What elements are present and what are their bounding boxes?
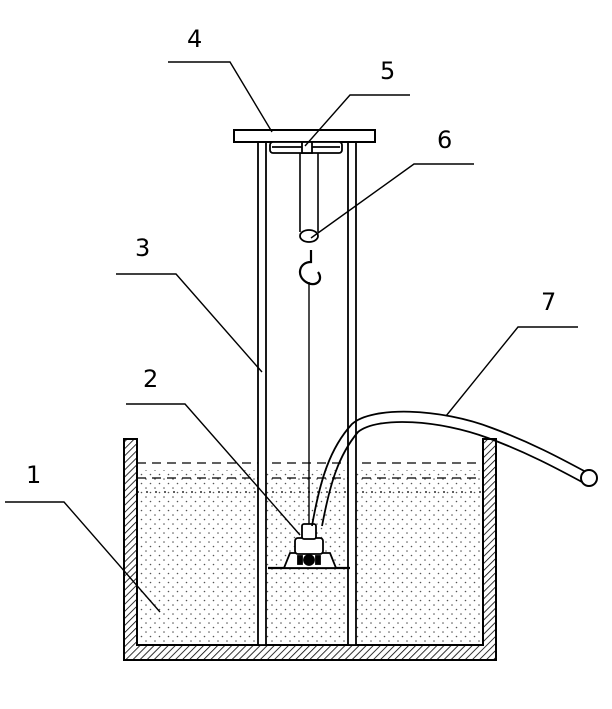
top-plate — [233, 129, 376, 143]
leader-lines — [5, 61, 578, 613]
callout-label-tank: 1 — [26, 461, 41, 489]
water-surface-lines — [137, 462, 483, 493]
hook-icon — [298, 250, 322, 286]
pump — [282, 523, 338, 569]
callout-label-pump: 2 — [143, 365, 158, 393]
callout-label-hook: 6 — [437, 126, 452, 154]
callout-label-top-plate: 4 — [187, 25, 202, 53]
water-tank — [123, 438, 497, 661]
callout-label-hose: 7 — [541, 288, 556, 316]
hoist-rods — [299, 153, 319, 232]
discharge-hose — [311, 410, 587, 527]
pulley — [269, 141, 343, 154]
callout-label-support-frame: 3 — [135, 234, 150, 262]
hook-eye — [299, 229, 319, 243]
callout-label-pulley: 5 — [380, 57, 395, 85]
hose-end-cap — [580, 469, 598, 487]
